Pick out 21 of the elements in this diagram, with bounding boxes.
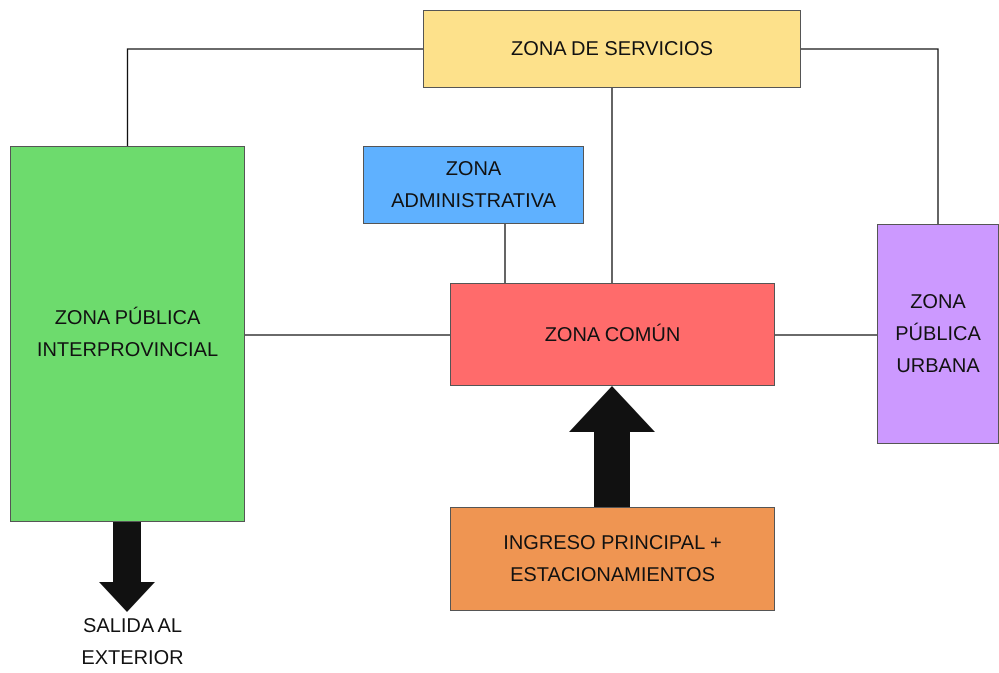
zone-label: ZONA PÚBLICA INTERPROVINCIAL: [36, 307, 218, 361]
connector-line: [245, 334, 450, 336]
connector-line: [504, 224, 506, 283]
block-arrow: [99, 522, 155, 612]
exit-label: SALIDA AL EXTERIOR: [81, 615, 184, 669]
zone-label: ZONA ADMINISTRATIVA: [391, 158, 556, 212]
zone-box: [423, 10, 801, 88]
connector-line: [801, 48, 939, 224]
zone-label: ZONA DE SERVICIOS: [511, 38, 713, 60]
zone-label: ZONA COMÚN: [544, 324, 680, 346]
zone-box: [10, 146, 245, 522]
block-arrow: [569, 386, 655, 507]
zone-box: [363, 146, 584, 224]
zone-box: [450, 507, 775, 611]
zone-label: ZONA PÚBLICA URBANA: [895, 291, 981, 377]
connector-line: [775, 334, 877, 336]
zone-label: INGRESO PRINCIPAL + ESTACIONAMIENTOS: [503, 532, 722, 586]
zone-box: [450, 283, 775, 386]
zone-box: [877, 224, 999, 444]
connector-line: [126, 48, 423, 146]
connector-line: [611, 88, 613, 283]
